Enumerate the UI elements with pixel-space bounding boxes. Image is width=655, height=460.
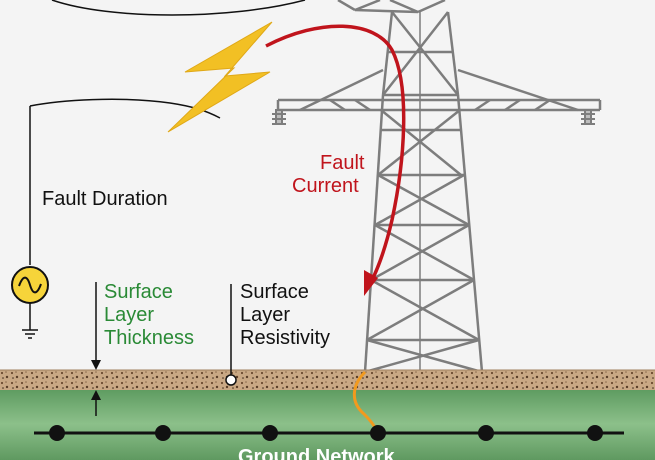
fault-current-label-line1: Fault [320,152,365,174]
transmission-tower [276,0,602,374]
surface-thickness-label-line2: Layer [104,304,155,326]
fault-current-arrowhead [364,270,378,296]
surface-resistivity-label-line3: Resistivity [240,327,331,349]
ground-rod-5 [478,425,494,441]
ac-source-icon [11,266,49,304]
ground-rod-4 [370,425,386,441]
lightning-bolt-icon [167,21,273,133]
overhead-conductor-top [51,0,306,16]
surface-resistivity-label-line2: Layer [240,304,291,326]
ground-network-label: Ground Network [238,446,395,460]
ground-rod-1 [49,425,65,441]
surface-thickness-label-line3: Thickness [104,327,195,349]
surface-layer [0,370,655,390]
ground-rod-6 [587,425,603,441]
ground-symbol-icon [22,329,38,339]
fault-current-arrow [265,24,406,281]
insulator-right [581,109,595,125]
surface-resistivity-label-line1: Surface [240,281,309,303]
surface-thickness-label-line1: Surface [104,281,173,303]
fault-current-label-line2: Current [292,175,359,197]
ground-rod-2 [155,425,171,441]
resistivity-marker-dot [225,374,237,386]
fault-duration-label: Fault Duration [42,188,168,210]
ground-rod-3 [262,425,278,441]
insulator-left [272,109,286,125]
soil-region [0,388,655,460]
